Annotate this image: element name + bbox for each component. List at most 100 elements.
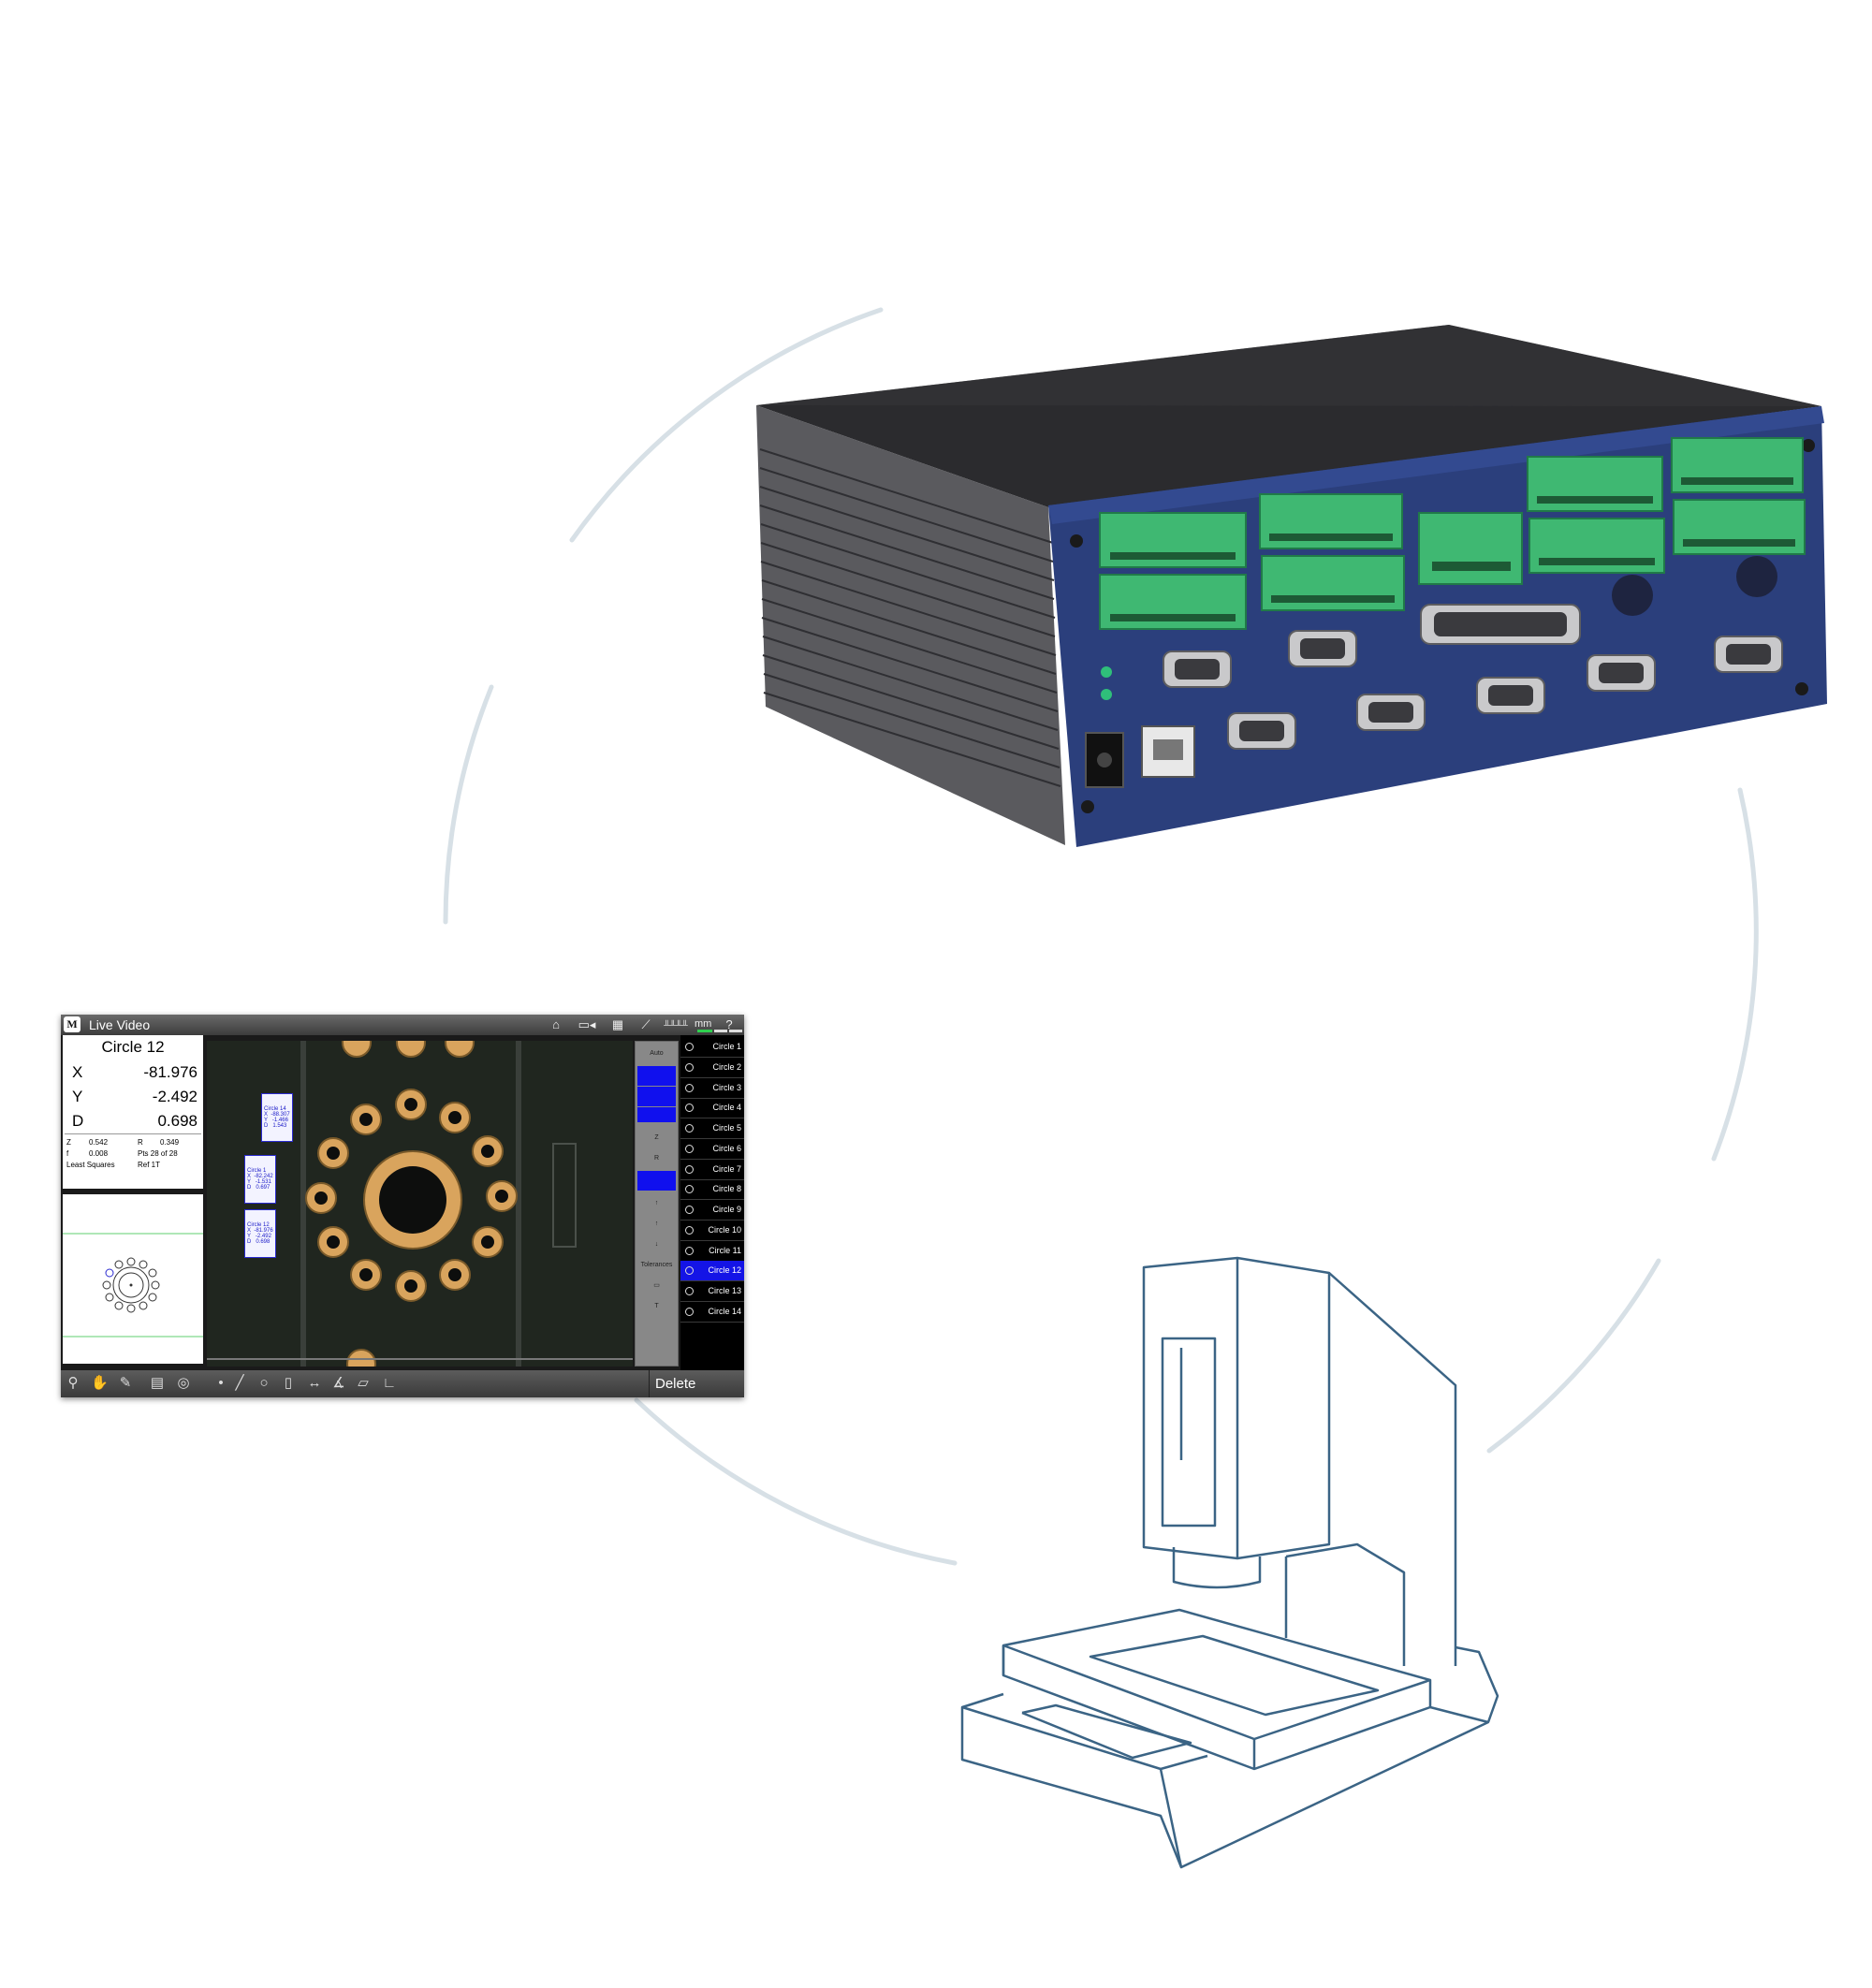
feature-list-item[interactable]: Circle 4 — [680, 1098, 744, 1119]
feature-name-label: Circle 6 — [712, 1143, 741, 1153]
feature-status-icon — [685, 1062, 694, 1072]
window-title: Live Video — [89, 1017, 151, 1032]
feature-name-label: Circle 1 — [712, 1042, 741, 1051]
r-label: R — [138, 1138, 143, 1147]
vision-system-line-art — [960, 1256, 1499, 1869]
light-button[interactable] — [637, 1171, 676, 1191]
slot-tool-icon[interactable]: ▯ — [284, 1375, 293, 1391]
dro-panel: Circle 12 X -81.976 Y -2.492 D 0.698 Z 0… — [63, 1035, 203, 1189]
help-icon[interactable]: ? — [725, 1017, 733, 1031]
feature-status-icon — [685, 1104, 694, 1113]
feature-name-label: Circle 13 — [708, 1286, 741, 1295]
units-label[interactable]: mm — [695, 1018, 712, 1030]
feature-status-icon — [685, 1307, 694, 1316]
feature-list-item[interactable]: Circle 3 — [680, 1078, 744, 1099]
point-tool-icon[interactable]: • — [218, 1375, 224, 1391]
y-label: Y — [72, 1088, 83, 1105]
t-button[interactable]: T — [654, 1303, 659, 1309]
home-icon[interactable]: ⌂ — [552, 1017, 560, 1031]
feature-list-item[interactable]: Circle 14 — [680, 1302, 744, 1323]
fit-method: Least Squares — [66, 1161, 115, 1169]
feature-list-item[interactable]: Circle 5 — [680, 1118, 744, 1139]
feature-status-icon — [685, 1185, 694, 1194]
r-button[interactable]: R — [653, 1155, 660, 1162]
circle-tool-icon[interactable]: ○ — [259, 1375, 269, 1391]
feature-name-label: Circle 7 — [712, 1163, 741, 1174]
title-bar: M Live Video ⌂ ▭◂ ▦ ⟋ ╨╨╨╨ mm ? — [61, 1015, 744, 1035]
down-arrow-icon[interactable]: ↓ — [654, 1241, 659, 1248]
interface-box — [756, 325, 1827, 847]
d-label: D — [72, 1112, 84, 1130]
feature-list-item[interactable]: Circle 6 — [680, 1139, 744, 1160]
auto-button[interactable]: Auto — [650, 1050, 664, 1057]
y-value: -2.492 — [152, 1088, 197, 1105]
up-arrow-icon[interactable]: ↑ — [654, 1200, 659, 1206]
heat-sink-fins — [759, 448, 1061, 787]
feature-list-item[interactable]: Circle 9 — [680, 1200, 744, 1221]
feature-name-label: Circle 14 — [708, 1306, 741, 1316]
probe-icon[interactable]: ⟋ — [641, 1017, 651, 1031]
video-camera-icon[interactable]: ▭◂ — [578, 1017, 596, 1031]
edge-tool-button-3[interactable] — [637, 1107, 676, 1122]
delete-button[interactable]: Delete — [655, 1376, 696, 1392]
feature-list-item[interactable]: Circle 10 — [680, 1221, 744, 1241]
feature-name-label: Circle 5 — [712, 1123, 741, 1133]
hand-icon[interactable]: ✋ — [91, 1375, 109, 1391]
feature-name-label: Circle 3 — [712, 1082, 741, 1092]
tolerances-button[interactable]: Tolerances — [640, 1262, 673, 1268]
app-logo: M — [64, 1016, 80, 1032]
skew-tool-icon[interactable]: ▱ — [358, 1375, 369, 1391]
magnifier-icon[interactable]: ⚲ — [67, 1375, 79, 1391]
feature-list-item[interactable]: Circle 2 — [680, 1058, 744, 1078]
list-tab-strip[interactable] — [697, 1030, 744, 1032]
feature-status-icon — [685, 1246, 694, 1255]
feature-list-item[interactable]: Circle 11 — [680, 1241, 744, 1262]
feature-name: Circle 12 — [101, 1038, 165, 1056]
left-arrow-icon[interactable]: ↑ — [654, 1221, 659, 1227]
edge-tool-button-2[interactable] — [637, 1087, 676, 1106]
feature-list-item[interactable]: Circle 13 — [680, 1281, 744, 1302]
feature-name-label: Circle 2 — [712, 1061, 741, 1072]
bottom-toolbar: ⚲ ✋ ✎ ▤ ◎ • ╱ ○ ▯ ↔ ∡ ▱ ∟ Delete — [61, 1370, 744, 1397]
f-value: 0.008 — [89, 1149, 109, 1158]
grid-icon[interactable]: ▦ — [611, 1017, 624, 1031]
feature-status-icon — [685, 1144, 694, 1153]
feature-list-item[interactable]: Circle 12 — [680, 1261, 744, 1282]
video-tool-panel: Auto Z R ↑ ↑ ↓ Tolerances ▭ T — [635, 1041, 679, 1367]
feature-list-item[interactable]: Circle 7 — [680, 1160, 744, 1180]
target-icon[interactable]: ◎ — [177, 1375, 190, 1391]
scale-icon[interactable]: ╨╨╨╨ — [664, 1020, 688, 1030]
feature-name-label: Circle 12 — [708, 1265, 741, 1276]
z-button[interactable]: Z — [654, 1134, 659, 1141]
d-value: 0.698 — [157, 1112, 197, 1130]
feature-list-item[interactable]: Circle 1 — [680, 1037, 744, 1058]
part-view[interactable] — [63, 1194, 203, 1364]
feature-name-label: Circle 10 — [708, 1224, 741, 1235]
feature-name-label: Circle 11 — [709, 1245, 741, 1255]
feature-name-label: Circle 9 — [712, 1205, 741, 1214]
f-label: f — [66, 1149, 69, 1158]
feature-status-icon — [685, 1206, 694, 1214]
angle-tool-icon[interactable]: ∡ — [332, 1375, 345, 1391]
feature-list-item[interactable]: Circle 8 — [680, 1179, 744, 1201]
feature-status-icon — [685, 1083, 694, 1092]
window-icon[interactable]: ▭ — [653, 1282, 660, 1289]
line-tool-icon[interactable]: ╱ — [235, 1375, 244, 1391]
feature-name-label: Circle 8 — [712, 1184, 741, 1194]
pen-icon[interactable]: ✎ — [119, 1375, 132, 1391]
reference: Ref 1T — [138, 1161, 161, 1169]
z-label: Z — [66, 1138, 71, 1147]
edge-tool-button-1[interactable] — [637, 1066, 676, 1086]
origin-tool-icon[interactable]: ∟ — [382, 1375, 397, 1391]
feature-list: Circle 1 Circle 2 Circle 3 Circle 4 Circle 5… — [680, 1035, 744, 1376]
points-count: Pts 28 of 28 — [138, 1149, 178, 1158]
feature-status-icon — [685, 1043, 694, 1051]
distance-tool-icon[interactable]: ↔ — [307, 1375, 322, 1391]
save-icon[interactable]: ▤ — [150, 1375, 165, 1391]
feature-status-icon — [685, 1225, 694, 1235]
